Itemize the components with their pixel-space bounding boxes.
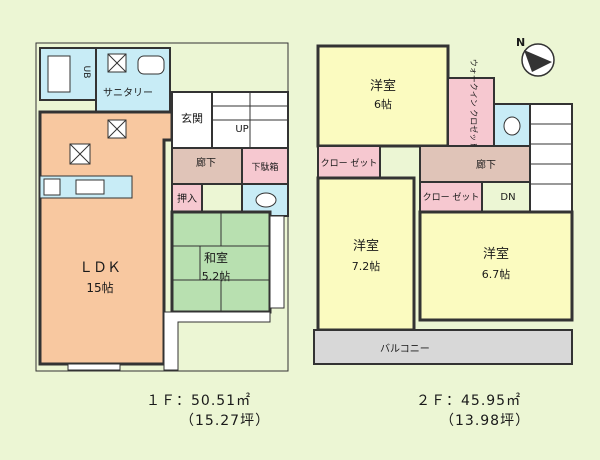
room-right-2f [418,210,574,322]
sink-icon [75,179,105,195]
floor2-plan: 洋室 6帖 ウォークイン クロゼット DN 廊下 クロー ゼット 洋室 7.2帖… [313,44,574,365]
up-label: UP [235,124,248,135]
ldk-window [67,363,121,371]
sanitary-label: サニタリー [103,87,153,99]
room-top-label: 洋室 [370,78,396,94]
washitsu-window [269,215,285,309]
genkan-label: 玄関 [181,111,203,125]
washitsu-label: 和室 [204,250,228,265]
hallway-2f [419,145,531,183]
hallway-1f-label: 廊下 [196,156,216,169]
floor2-tsubo: （13.98坪） [440,413,531,429]
compass-icon: N [516,36,555,77]
closet-left-label: クロー ゼット [321,157,378,169]
toilet-2f-icon [503,116,521,136]
hallway-2f-label: 廊下 [476,158,496,171]
closet-right-label: クロー ゼット [423,191,480,203]
toilet-icon [255,192,277,208]
dn-label: DN [500,192,515,203]
balcony [313,329,573,365]
floor2-area: ２Ｆ：45.95㎡ [416,393,522,409]
room-right-label: 洋室 [483,246,509,262]
ldk-room [38,110,174,366]
shoe-storage [241,147,289,185]
washbasin-icon [137,55,165,75]
floor1-area: １Ｆ：50.51㎡ [146,393,252,409]
room-top-2f [316,44,450,148]
genkan-area [171,91,213,149]
ub-label: UB [81,66,91,79]
balcony-label: バルコニー [380,343,430,355]
ldk-size: 15帖 [86,280,113,295]
closet-top-label: ウォークイン クロゼット [469,59,479,150]
walk-in-closet [447,77,495,147]
fridge-icon [69,143,91,165]
staircase-2f [529,103,573,215]
washitsu-size: 5.2帖 [202,270,231,283]
shoe-storage-label: 下駄箱 [251,161,278,173]
bathtub-icon [47,55,71,93]
room-right-size: 6.7帖 [482,268,511,281]
floor1-plan: UB サニタリー ＬＤＫ 15帖 玄関 [35,42,289,372]
oshiire-closet [171,183,203,213]
staircase-1f [211,91,289,149]
room-left-size: 7.2帖 [352,260,381,273]
washer-icon [107,53,127,73]
tatami-lines [172,212,270,312]
oshiire-label: 押入 [177,192,197,205]
floor1-tsubo: （15.27坪） [180,413,271,429]
veranda-1f [163,311,271,371]
north-label: N [516,36,525,49]
room-left-label: 洋室 [353,238,379,254]
ldk-label: ＬＤＫ [79,260,121,276]
stove-icon [43,178,61,196]
pantry-icon [107,119,127,139]
room-left-2f [316,176,416,332]
room-top-size: 6帖 [374,98,392,111]
